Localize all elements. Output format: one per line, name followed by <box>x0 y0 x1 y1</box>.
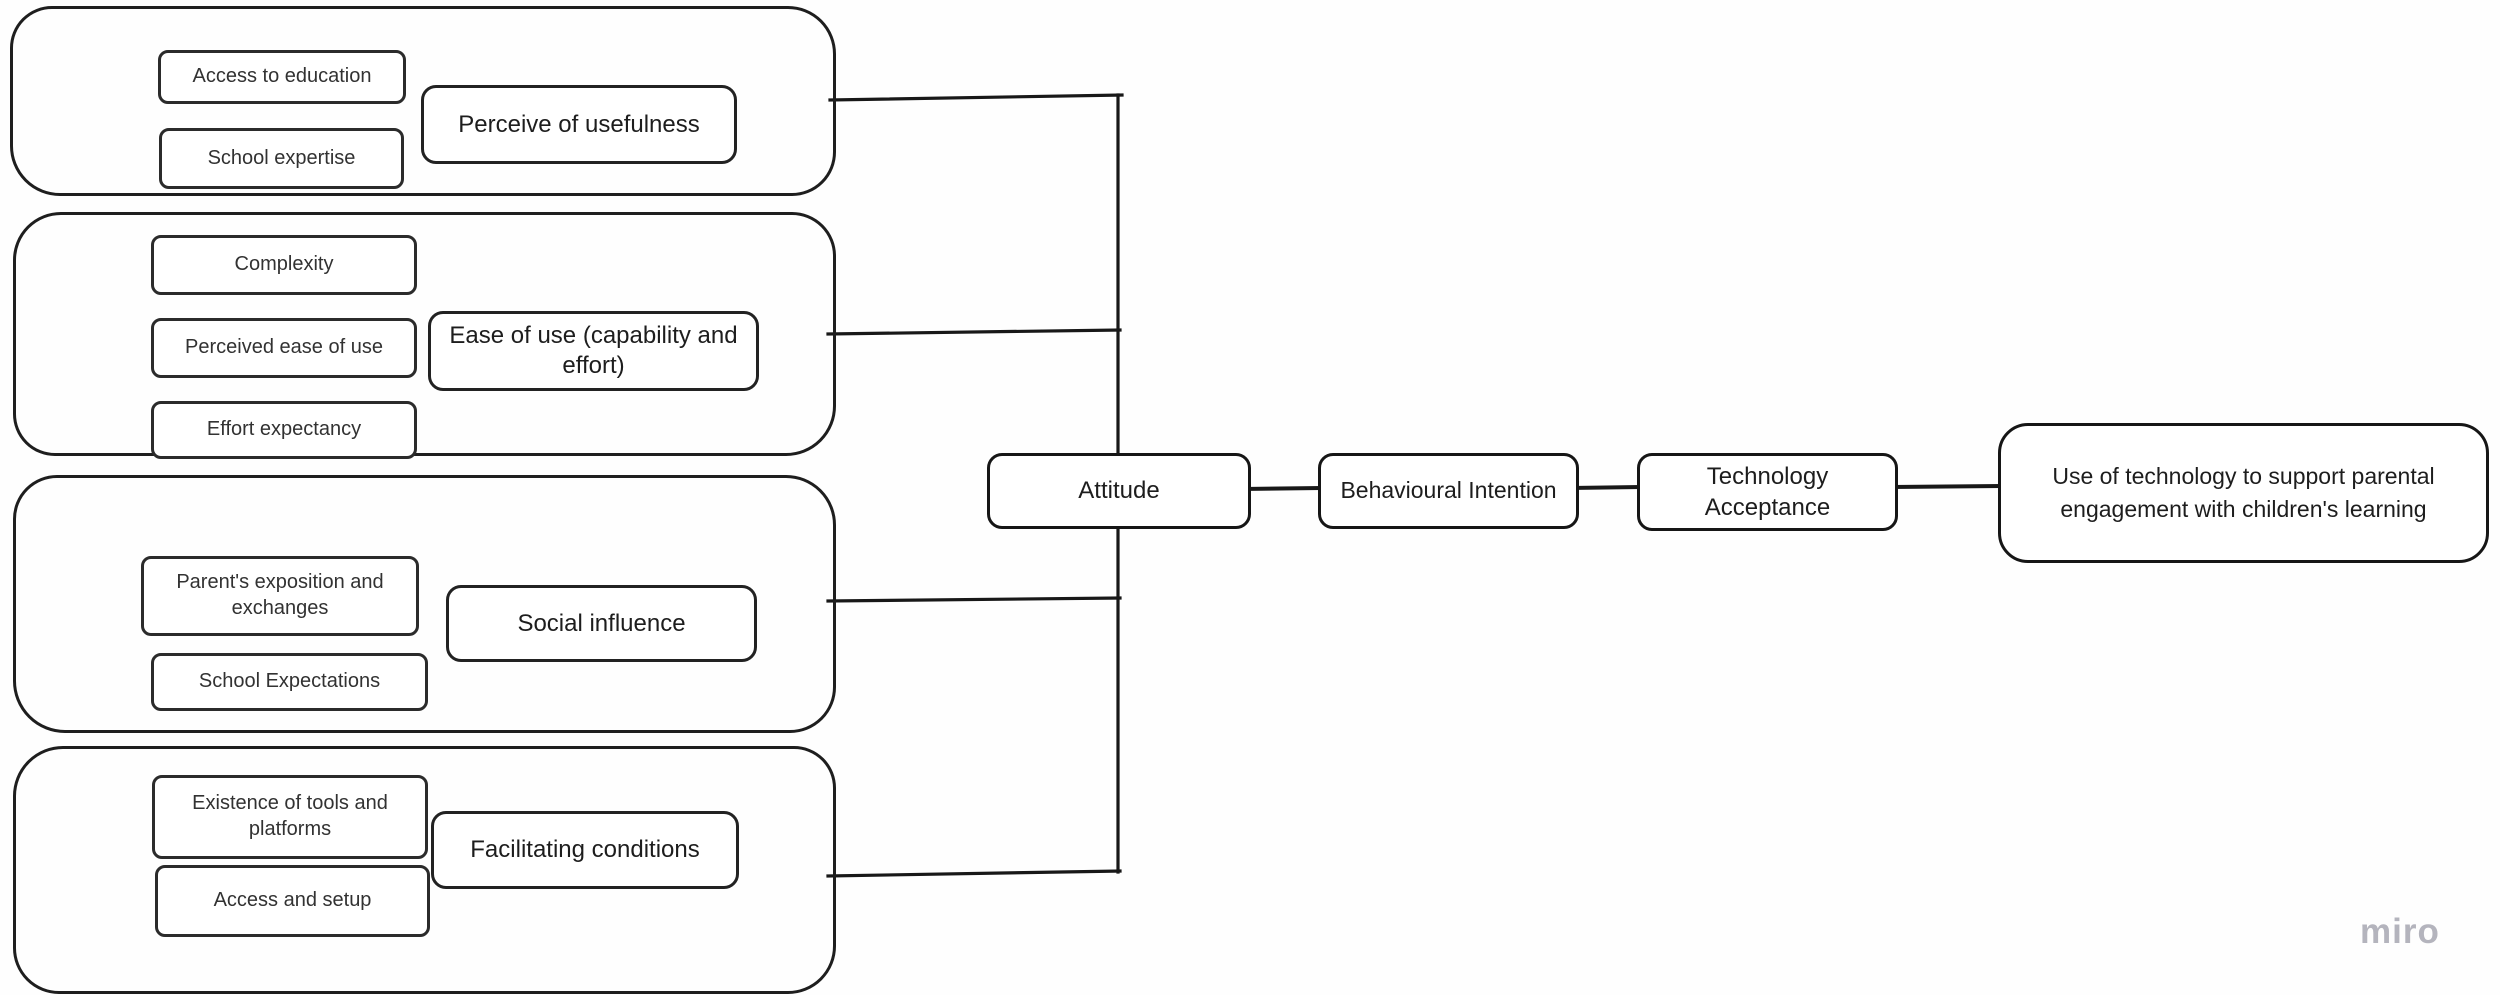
miro-watermark: miro <box>2360 912 2440 951</box>
connector-facilitating-to-spine <box>826 869 1122 878</box>
connector-technology-to-use-of-technology <box>1887 483 2003 490</box>
connector-social-to-spine <box>826 596 1122 603</box>
node-use-of-technology-outcome: Use of technology to support parental en… <box>1998 423 2489 563</box>
factor-existence-of-tools-and-platforms: Existence of tools and platforms <box>152 775 428 859</box>
connector-ease-of-use-to-spine <box>826 328 1122 336</box>
node-attitude: Attitude <box>987 453 1251 529</box>
factor-school-expectations: School Expectations <box>151 653 428 711</box>
node-technology-acceptance: Technology Acceptance <box>1637 453 1898 531</box>
factor-effort-expectancy: Effort expectancy <box>151 401 417 459</box>
connector-usefulness-to-spine <box>828 93 1124 102</box>
construct-social-influence: Social influence <box>446 585 757 662</box>
factor-parents-exposition-and-exchanges: Parent's exposition and exchanges <box>141 556 419 636</box>
group-ease-of-use: Complexity Perceived ease of use Effort … <box>13 212 836 459</box>
factor-access-to-education: Access to education <box>158 50 406 104</box>
factor-access-and-setup: Access and setup <box>155 865 430 937</box>
connector-attitude-to-behavioural-intention <box>1240 485 1323 492</box>
group-facilitating-conditions: Existence of tools and platforms Access … <box>13 746 836 994</box>
factor-complexity: Complexity <box>151 235 417 295</box>
factor-school-expertise: School expertise <box>159 128 404 189</box>
group-perceive-of-usefulness: Access to education School expertise Per… <box>10 6 836 196</box>
connector-behavioural-intention-to-technology <box>1568 484 1642 491</box>
group-social-influence: Parent's exposition and exchanges School… <box>13 475 836 733</box>
construct-facilitating-conditions: Facilitating conditions <box>431 811 739 889</box>
factor-perceived-ease-of-use: Perceived ease of use <box>151 318 417 378</box>
construct-ease-of-use: Ease of use (capability and effort) <box>428 311 759 391</box>
node-behavioural-intention: Behavioural Intention <box>1318 453 1579 529</box>
construct-perceive-of-usefulness: Perceive of usefulness <box>421 85 737 164</box>
